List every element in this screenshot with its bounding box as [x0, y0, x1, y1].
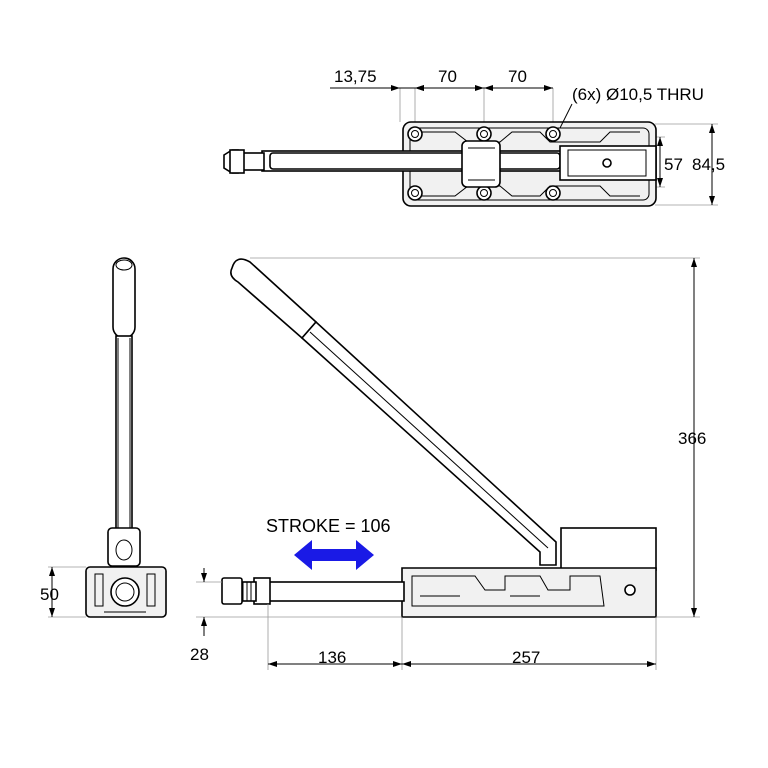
dim-257: 257 [512, 648, 540, 667]
mounting-holes [407, 126, 561, 201]
dim-70-a: 70 [438, 67, 457, 86]
dim-136: 136 [318, 648, 346, 667]
front-plunger-nut [221, 577, 243, 605]
dim-84-5: 84,5 [692, 155, 725, 174]
top-view: 13,75 70 70 (6x) Ø10,5 THRU 57 84,5 [223, 67, 725, 207]
front-plunger-rod [267, 581, 405, 602]
dim-28: 28 [190, 645, 209, 664]
dim-57: 57 [664, 155, 683, 174]
front-base [401, 567, 657, 618]
dim-holes: (6x) Ø10,5 THRU [572, 85, 704, 104]
end-view: 50 [40, 257, 167, 618]
front-view: STROKE = 106 366 28 136 257 [190, 257, 706, 670]
dim-13-75: 13,75 [334, 67, 377, 86]
stroke-label: STROKE = 106 [266, 516, 391, 536]
dim-70-b: 70 [508, 67, 527, 86]
dim-366: 366 [678, 429, 706, 448]
top-handle [269, 152, 561, 170]
stroke-arrow [294, 540, 374, 570]
front-clamp-block [560, 527, 657, 571]
dim-50: 50 [40, 585, 59, 604]
front-handle-grip [230, 258, 318, 340]
